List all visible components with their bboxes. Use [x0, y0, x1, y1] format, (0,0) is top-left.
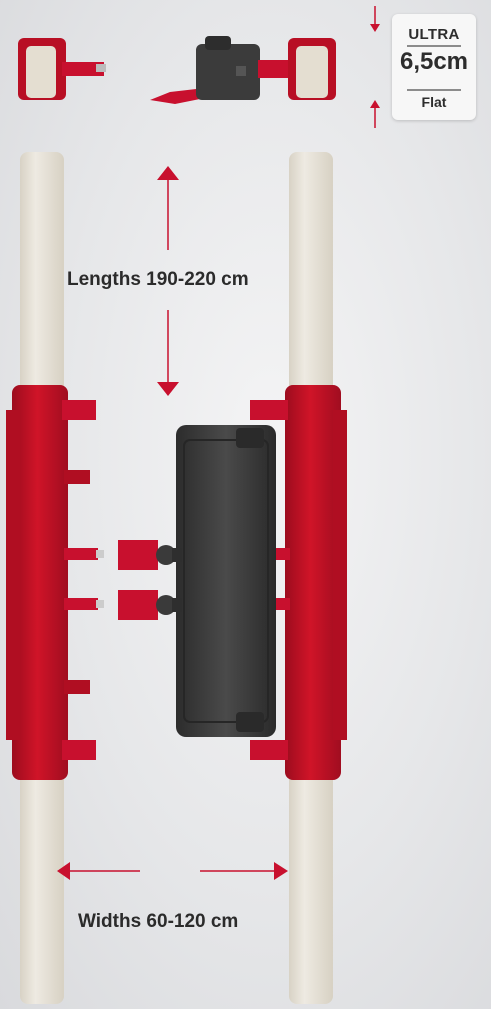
badge-line-3: Flat	[421, 94, 447, 110]
side-view	[18, 36, 336, 104]
ultra-flat-badge: ULTRA 6,5cm Flat	[392, 14, 476, 120]
bed-frame	[6, 152, 347, 1004]
width-arrow-icon	[57, 862, 288, 880]
badge-divider-top	[407, 45, 461, 47]
badge-line-1: ULTRA	[408, 26, 460, 43]
widths-label: Widths 60-120 cm	[78, 911, 239, 932]
lengths-label: Lengths 190-220 cm	[67, 269, 249, 290]
length-arrow-icon	[157, 166, 179, 396]
thickness-arrows-icon	[370, 6, 380, 128]
badge-divider-bottom	[407, 89, 461, 91]
badge-line-2: 6,5cm	[399, 48, 469, 75]
